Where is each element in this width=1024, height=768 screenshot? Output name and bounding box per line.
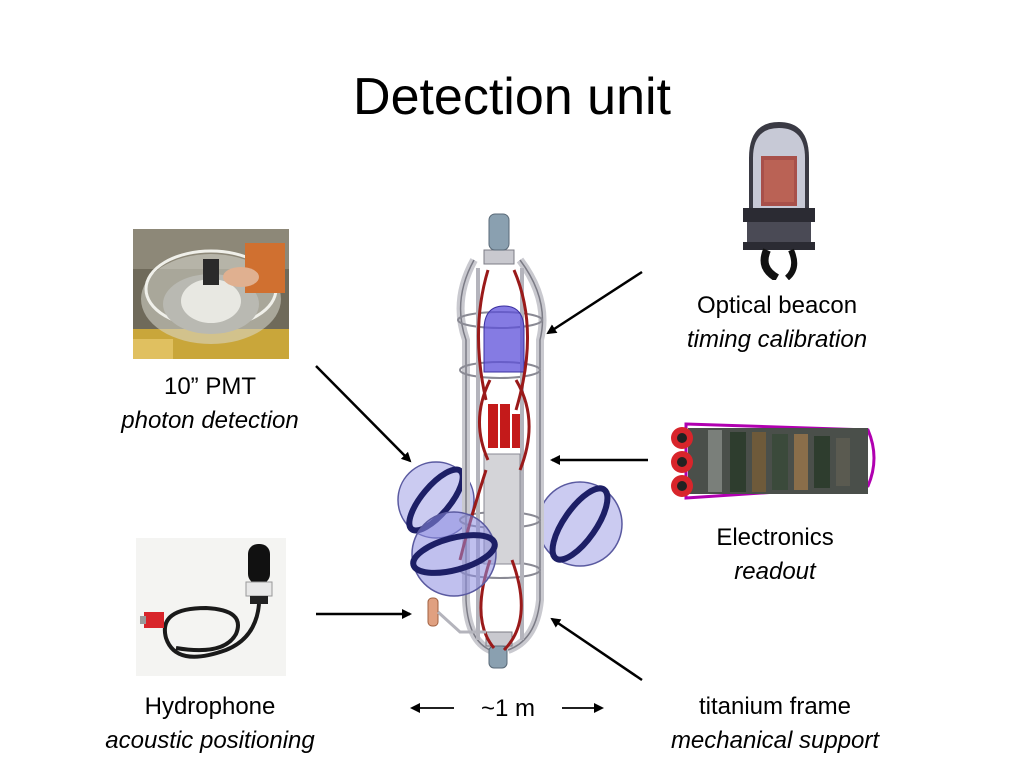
- pmt-photo: [133, 229, 289, 359]
- arrow-frame: [550, 617, 643, 682]
- beacon-role: timing calibration: [686, 326, 868, 353]
- hydrophone-name: Hydrophone: [144, 693, 276, 720]
- pmt-role: photon detection: [121, 407, 299, 434]
- electronics-caption: Electronics readout: [680, 521, 870, 589]
- frame-name: titanium frame: [698, 693, 852, 720]
- electronics-role: readout: [734, 558, 816, 585]
- arrow-beacon: [546, 270, 643, 335]
- hydrophone-in-frame: [427, 597, 486, 634]
- beacon-name: Optical beacon: [696, 292, 858, 319]
- electronics-name: Electronics: [716, 524, 834, 551]
- arrows: [315, 270, 648, 713]
- optical-beacon-photo: [737, 118, 821, 280]
- hydrophone-photo: [136, 538, 286, 676]
- hydrophone-caption: Hydrophone acoustic positioning: [80, 690, 340, 758]
- pmt-caption: 10” PMT photon detection: [100, 370, 320, 438]
- pmt-name: 10” PMT: [163, 373, 256, 400]
- hydrophone-role: acoustic positioning: [105, 727, 315, 754]
- cables: [458, 269, 531, 652]
- optical-module-sphere-front: [410, 511, 498, 597]
- frame-caption: titanium frame mechanical support: [650, 690, 900, 758]
- slide-title: Detection unit: [353, 68, 671, 126]
- beacon-caption: Optical beacon timing calibration: [660, 289, 894, 357]
- electronics-photo: [668, 404, 882, 512]
- optical-module-sphere-right: [537, 481, 623, 567]
- scale-label: ~1 m: [480, 695, 536, 722]
- frame-role: mechanical support: [670, 727, 880, 754]
- arrow-pmt: [315, 365, 412, 463]
- optical-beacon-in-frame: [483, 305, 525, 373]
